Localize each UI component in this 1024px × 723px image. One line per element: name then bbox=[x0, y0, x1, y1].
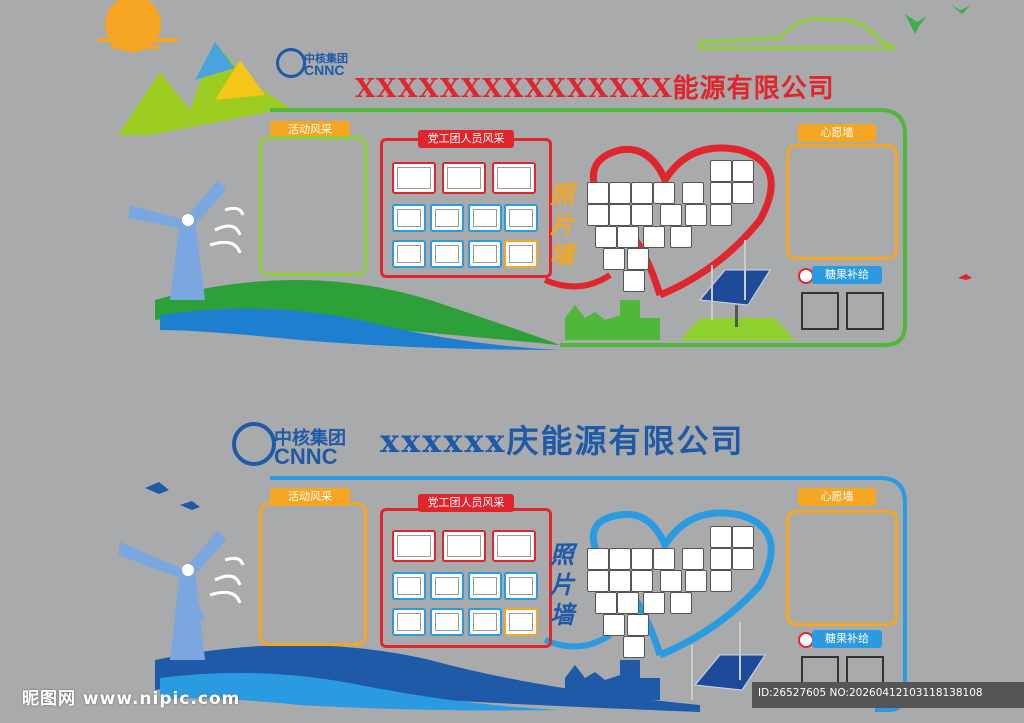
panel-green-graphics bbox=[98, 0, 972, 350]
activity-frame bbox=[259, 136, 367, 276]
logo-icon bbox=[232, 422, 276, 466]
company-title: xxxxxx庆能源有限公司 bbox=[380, 422, 745, 460]
logo-en: CNNC bbox=[274, 444, 338, 469]
activity-frame bbox=[259, 502, 367, 646]
logo-cn: 中核集团 bbox=[304, 53, 348, 65]
panel-green: 中核集团 CNNC XXXXXXXXXXXXXXX能源有限公司 活动风采 党工团… bbox=[0, 0, 1024, 360]
candy-box-1 bbox=[801, 292, 839, 330]
candy-box-2 bbox=[846, 292, 884, 330]
image-id-bar bbox=[752, 682, 1024, 708]
member-frames bbox=[388, 162, 538, 270]
logo-icon bbox=[276, 48, 306, 78]
activity-label: 活动风采 bbox=[270, 121, 350, 139]
member-frames bbox=[388, 530, 538, 638]
photo-grid bbox=[585, 160, 765, 292]
photo-wall-label: 照片墙 bbox=[550, 540, 574, 629]
logo-en: CNNC bbox=[304, 62, 345, 78]
panel-blue: 中核集团 CNNC xxxxxx庆能源有限公司 活动风采 党工团人员风采 照片墙… bbox=[0, 360, 1024, 723]
watermark-left: 昵图网 www.nipic.com bbox=[22, 689, 241, 709]
photo-wall-label: 照片墙 bbox=[550, 180, 574, 269]
wish-label: 心愿墙 bbox=[798, 488, 876, 506]
photo-grid bbox=[585, 526, 765, 658]
members-label: 党工团人员风采 bbox=[418, 494, 514, 512]
logo-cn: 中核集团 bbox=[274, 428, 346, 448]
members-label: 党工团人员风采 bbox=[418, 130, 514, 148]
candy-label: 糖果补给 bbox=[812, 630, 882, 648]
panel-blue-graphics bbox=[118, 476, 907, 712]
activity-label: 活动风采 bbox=[270, 488, 350, 506]
company-title: XXXXXXXXXXXXXXX能源有限公司 bbox=[355, 74, 835, 104]
wish-label: 心愿墙 bbox=[798, 124, 876, 142]
wish-frame bbox=[786, 510, 898, 626]
image-id: ID:26527605 NO:20260412103118138108 bbox=[758, 687, 983, 699]
candy-label: 糖果补给 bbox=[812, 266, 882, 284]
wish-frame bbox=[786, 144, 898, 260]
